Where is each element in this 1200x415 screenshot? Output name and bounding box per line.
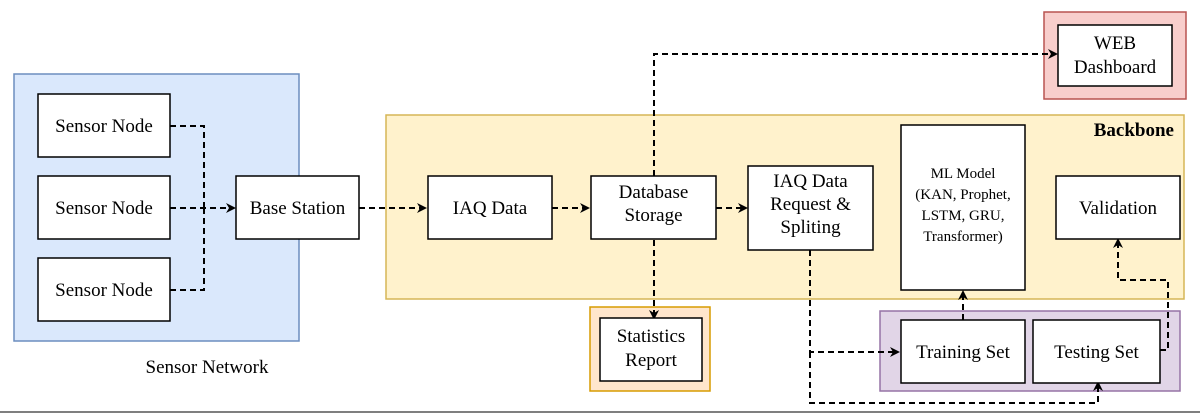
label-line: Request & — [770, 194, 851, 215]
ml-model-box — [900, 124, 1026, 291]
label-line: Statistics — [617, 326, 686, 347]
connector-testing-validation — [1113, 238, 1169, 351]
node-boxes — [37, 24, 1181, 384]
connectors — [170, 49, 1169, 404]
label-line: (KAN, Prophet, — [915, 187, 1010, 203]
sensor-node-3-box — [37, 257, 171, 322]
validation-box — [1055, 175, 1181, 240]
iaq-data-label: IAQ Data — [453, 198, 528, 219]
connector-sensor3-base — [170, 208, 205, 291]
label-line: WEB — [1094, 33, 1136, 54]
testing-set-label: Testing Set — [1054, 342, 1139, 363]
label-line: Storage — [624, 205, 682, 226]
label-line: Database — [619, 182, 689, 203]
label-line: LSTM, GRU, — [922, 208, 1005, 224]
ml-model-label: ML Model (KAN, Prophet, LSTM, GRU, Transfor… — [915, 166, 1010, 245]
validation-label: Validation — [1079, 198, 1158, 219]
sensor-node-1-label: Sensor Node — [55, 116, 153, 137]
training-set-label: Training Set — [916, 342, 1011, 363]
iaq-data-box — [427, 175, 553, 240]
base-station-box — [235, 175, 360, 240]
iaq-request-box — [747, 165, 874, 251]
label-line: Dashboard — [1074, 57, 1157, 78]
base-station-label: Base Station — [250, 198, 346, 219]
label-line: ML Model — [931, 166, 996, 182]
sensor-node-3-label: Sensor Node — [55, 280, 153, 301]
connector-sensor1-base — [170, 125, 205, 208]
statistics-report-box — [599, 317, 703, 382]
connector-database-web — [653, 49, 1058, 176]
sensor-node-1-box — [37, 93, 171, 158]
database-storage-box — [590, 175, 717, 240]
backbone-label: Backbone — [1094, 120, 1174, 141]
training-set-box — [900, 319, 1026, 384]
label-line: Report — [625, 350, 677, 371]
web-dashboard-box — [1057, 24, 1173, 87]
label-line: IAQ Data — [773, 171, 848, 192]
label-line: Spliting — [780, 217, 841, 238]
sensor-node-2-box — [37, 175, 171, 240]
sensor-node-2-label: Sensor Node — [55, 198, 153, 219]
web-dashboard-label: WEB Dashboard — [1074, 33, 1157, 78]
sensor-network-label: Sensor Network — [146, 357, 269, 378]
connector-request-testing — [809, 352, 1103, 404]
testing-set-box — [1032, 319, 1161, 384]
label-line: Transformer) — [923, 229, 1002, 245]
